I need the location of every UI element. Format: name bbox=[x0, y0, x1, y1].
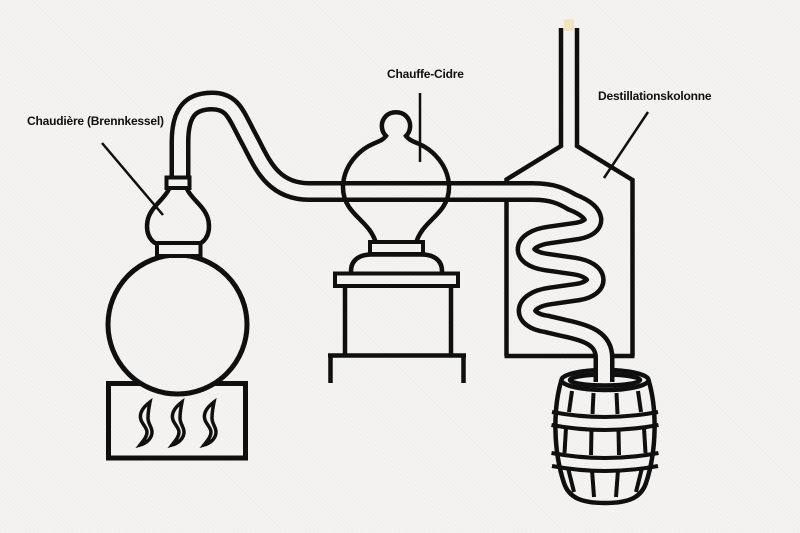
barrel-hoop bbox=[551, 451, 659, 460]
onion-dome bbox=[340, 110, 452, 244]
boiler-flask bbox=[105, 252, 250, 397]
pipe-interior bbox=[174, 94, 610, 382]
flames bbox=[135, 397, 218, 449]
stand-top-band bbox=[333, 271, 460, 288]
boiler-label-pointer bbox=[101, 142, 164, 216]
cider-heater-label: Chauffe-Cidre bbox=[387, 67, 464, 81]
column-left-profile bbox=[504, 28, 564, 356]
column-label: Destillationskolonne bbox=[598, 89, 712, 103]
boiler-neck-collar bbox=[164, 175, 192, 190]
chimney-top-mark bbox=[564, 19, 574, 31]
barrel-staves-bottom bbox=[566, 467, 644, 498]
pipe-run bbox=[169, 90, 615, 382]
flame-icon bbox=[167, 397, 186, 449]
barrel-staves-middle bbox=[562, 427, 648, 456]
cider-heater bbox=[328, 110, 466, 383]
stand-shoulder bbox=[348, 252, 445, 275]
flame-icon bbox=[199, 397, 218, 449]
boiler-neck-bulb bbox=[144, 187, 212, 247]
barrel-hoop bbox=[551, 464, 659, 473]
output-barrel bbox=[551, 367, 659, 506]
boiler-body-collar bbox=[155, 241, 203, 258]
barrel-hoop bbox=[551, 410, 659, 419]
boiler bbox=[105, 175, 250, 461]
dome-neck-collar bbox=[368, 240, 425, 256]
barrel-body bbox=[553, 379, 657, 506]
boiler-label: Chaudière (Brennkessel) bbox=[27, 114, 164, 128]
label-pointers bbox=[101, 93, 650, 216]
column-right-profile bbox=[574, 28, 635, 356]
barrel-staves-top bbox=[567, 390, 643, 415]
flame-icon bbox=[135, 397, 154, 449]
column-label-pointer bbox=[602, 111, 650, 179]
barrel-hoop bbox=[551, 423, 659, 432]
